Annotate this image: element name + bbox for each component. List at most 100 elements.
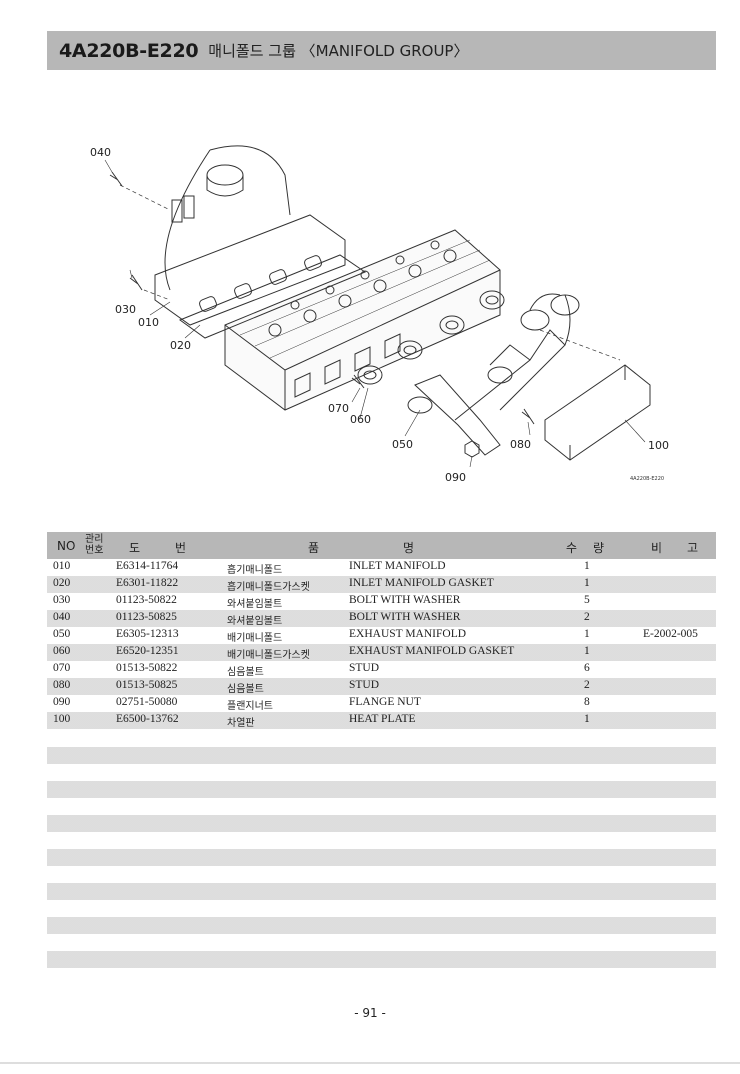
row-english-name: BOLT WITH WASHER (349, 611, 461, 623)
row-english-name: STUD (349, 679, 380, 691)
row-korean-name: 와셔붙임볼트 (227, 616, 283, 627)
cylinder-head (224, 229, 501, 411)
row-korean-name: 배기매니폴드가스켓 (227, 650, 310, 661)
page-number: - 91 - (354, 1006, 386, 1020)
row-korean-name: 와셔붙임볼트 (227, 599, 283, 610)
row-no: 010 (53, 560, 71, 572)
row-no: 050 (53, 628, 71, 640)
row-no: 030 (53, 594, 71, 606)
row-korean-name: 배기매니폴드 (227, 633, 283, 644)
callout-010: 010 (138, 316, 159, 329)
row-part-number: 01123-50822 (116, 594, 177, 606)
group-title: 매니폴드 그룹 〈MANIFOLD GROUP〉 (208, 42, 469, 60)
header-mgmt-top: 관리 (85, 534, 104, 545)
header-name-2: 명 (403, 541, 415, 555)
header-part-1: 도 (129, 541, 141, 555)
parts-illustration: 040 030 010 020 070 060 050 090 080 100 … (90, 145, 669, 484)
callout-100: 100 (648, 439, 669, 452)
exhaust-manifold (407, 293, 580, 456)
parts-table: NO 관리 번호 도 번 품 명 수 량 비 고 010 E6314-11764 흡… (47, 532, 716, 729)
header-mgmt-bottom: 번호 (85, 545, 104, 556)
row-part-number: 01123-50825 (116, 611, 177, 623)
empty-row-band (47, 849, 716, 866)
table-row: 080 01513-50825 심음볼트 STUD 2 (47, 678, 716, 695)
page-header: 4A220B-E220 매니폴드 그룹 〈MANIFOLD GROUP〉 (47, 31, 716, 70)
row-quantity: 1 (584, 645, 590, 657)
row-no: 060 (53, 645, 71, 657)
header-qty-1: 수 (566, 541, 578, 555)
row-no: 020 (53, 577, 71, 589)
row-english-name: FLANGE NUT (349, 696, 421, 708)
row-korean-name: 흡기매니폴드 (227, 565, 283, 576)
row-quantity: 1 (584, 713, 590, 725)
row-english-name: INLET MANIFOLD (349, 560, 446, 572)
row-quantity: 1 (584, 628, 590, 640)
row-english-name: EXHAUST MANIFOLD GASKET (349, 645, 515, 657)
row-english-name: STUD (349, 662, 380, 674)
callout-030: 030 (115, 303, 136, 316)
bolt-030 (129, 274, 143, 291)
table-header: NO 관리 번호 도 번 품 명 수 량 비 고 (47, 532, 716, 559)
table-row: 030 01123-50822 와셔붙임볼트 BOLT WITH WASHER 5 (47, 593, 716, 610)
header-no: NO (57, 539, 76, 553)
table-row: 020 E6301-11822 흡기매니폴드가스켓 INLET MANIFOLD GA… (47, 576, 716, 593)
header-mgmt-number: 관리 번호 (85, 534, 103, 556)
row-quantity: 1 (584, 560, 590, 572)
header-qty-2: 량 (593, 541, 605, 555)
bolt-040 (109, 171, 123, 187)
header-name-1: 품 (308, 541, 320, 555)
empty-row-band (47, 815, 716, 832)
row-part-number: 02751-50080 (116, 696, 178, 708)
row-korean-name: 차열판 (227, 718, 255, 729)
empty-row-band (47, 781, 716, 798)
callout-090: 090 (445, 471, 466, 484)
callout-070: 070 (328, 402, 349, 415)
callout-040: 040 (90, 146, 111, 159)
inlet-manifold (154, 145, 346, 326)
empty-row-band (47, 747, 716, 764)
row-part-number: E6305-12313 (116, 628, 179, 640)
row-no: 100 (53, 713, 71, 725)
callout-060: 060 (350, 413, 371, 426)
empty-row-band (47, 883, 716, 900)
inlet-gasket (178, 254, 367, 339)
row-part-number: E6500-13762 (116, 713, 179, 725)
callout-080: 080 (510, 438, 531, 451)
row-quantity: 1 (584, 577, 590, 589)
row-korean-name: 흡기매니폴드가스켓 (227, 582, 310, 593)
row-part-number: E6301-11822 (116, 577, 179, 589)
row-part-number: E6520-12351 (116, 645, 179, 657)
row-quantity: 2 (584, 611, 590, 623)
table-row: 090 02751-50080 플랜지너트 FLANGE NUT 8 (47, 695, 716, 712)
stud-070 (351, 374, 365, 389)
header-remarks-1: 비 (651, 541, 663, 555)
row-no: 090 (53, 696, 71, 708)
callout-020: 020 (170, 339, 191, 352)
row-korean-name: 플랜지너트 (227, 701, 273, 712)
row-korean-name: 심음볼트 (227, 667, 264, 678)
row-part-number: E6314-11764 (116, 560, 179, 572)
table-row: 060 E6520-12351 배기매니폴드가스켓 EXHAUST MANIFOLD … (47, 644, 716, 661)
figure-code: 4A220B-E220 (630, 476, 664, 482)
row-quantity: 2 (584, 679, 590, 691)
row-english-name: EXHAUST MANIFOLD (349, 628, 467, 640)
heat-plate (544, 364, 651, 461)
row-english-name: INLET MANIFOLD GASKET (349, 577, 494, 589)
bottom-scan-line (0, 1062, 740, 1064)
row-no: 070 (53, 662, 71, 674)
header-part-2: 번 (175, 541, 187, 555)
row-no: 080 (53, 679, 71, 691)
row-part-number: 01513-50825 (116, 679, 178, 691)
stud-080 (521, 408, 535, 425)
empty-row-band (47, 951, 716, 968)
exploded-parts-diagram: 040 030 010 020 070 060 050 090 080 100 … (60, 120, 700, 500)
exhaust-gaskets (357, 290, 505, 385)
row-english-name: BOLT WITH WASHER (349, 594, 461, 606)
row-quantity: 8 (584, 696, 590, 708)
row-quantity: 5 (584, 594, 590, 606)
row-korean-name: 심음볼트 (227, 684, 264, 695)
